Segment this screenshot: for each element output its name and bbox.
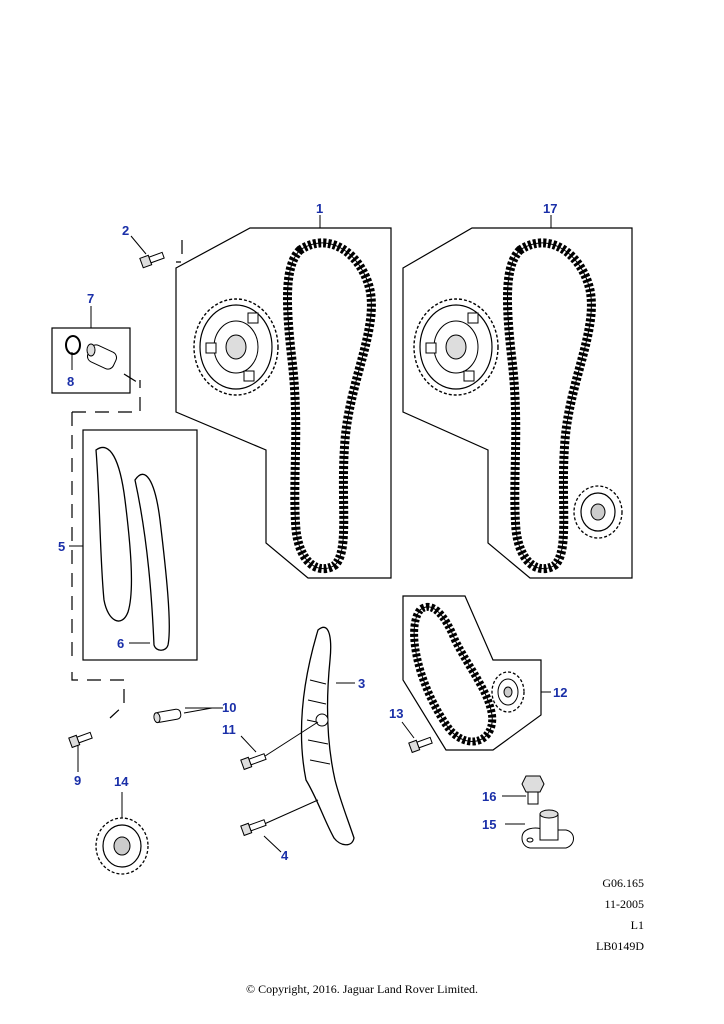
callout-12: 12: [553, 685, 567, 700]
assembly-dashed-lines: [71, 240, 183, 719]
sensor-bracket-15: [521, 809, 574, 849]
callout-4: 4: [281, 848, 289, 863]
drawing-date: 11-2005: [604, 897, 644, 911]
group-12-outline: [402, 595, 542, 751]
callout-5: 5: [58, 539, 65, 554]
callout-2: 2: [122, 223, 129, 238]
camshaft-sprocket-1: [193, 298, 279, 396]
chain-tensioner-guide-6: [134, 473, 170, 651]
bolt-4: [240, 819, 267, 837]
group-5-outline: [82, 429, 198, 661]
tensioner-arm-3: [300, 626, 355, 846]
crankshaft-sprocket-14: [95, 817, 149, 875]
tensioner-pivot: [315, 713, 329, 727]
callout-11: 11: [222, 722, 236, 737]
group-1-outline: [175, 227, 392, 579]
callout-16: 16: [482, 789, 496, 804]
bolt-2: [139, 251, 165, 269]
bolt-16: [521, 775, 545, 805]
callout-14: 14: [114, 774, 129, 789]
timing-chain-17: [503, 238, 596, 574]
oil-pump-chain-12: [410, 602, 497, 746]
bolt-13: [408, 736, 433, 754]
bolt-9: [68, 731, 93, 749]
callout-13: 13: [389, 706, 403, 721]
callout-leader-lines: [69, 215, 552, 853]
illustration-id: LB0149D: [596, 939, 644, 953]
crankshaft-sprocket-17: [573, 485, 623, 539]
callout-3: 3: [358, 676, 365, 691]
callout-1: 1: [316, 201, 323, 216]
copyright-notice: © Copyright, 2016. Jaguar Land Rover Lim…: [245, 982, 479, 996]
camshaft-sprocket-17: [413, 298, 499, 396]
callout-10: 10: [222, 700, 236, 715]
callout-6: 6: [117, 636, 124, 651]
timing-chain-1: [283, 238, 376, 574]
group-17-outline: [402, 227, 633, 579]
pin-10: [153, 708, 182, 724]
callout-8: 8: [67, 374, 74, 389]
callout-17: 17: [543, 201, 557, 216]
chain-guide-5: [95, 447, 133, 622]
drawing-level: L1: [630, 918, 644, 932]
drawing-reference: G06.165: [602, 876, 644, 890]
bolt-11: [240, 753, 267, 771]
seal-ring-8: [65, 335, 81, 355]
callout-9: 9: [74, 773, 81, 788]
sleeve-7: [86, 343, 118, 370]
callout-15: 15: [482, 817, 496, 832]
leader-lines-fixings: [183, 707, 319, 826]
callout-7: 7: [87, 291, 94, 306]
oil-pump-sprocket: [491, 671, 525, 713]
